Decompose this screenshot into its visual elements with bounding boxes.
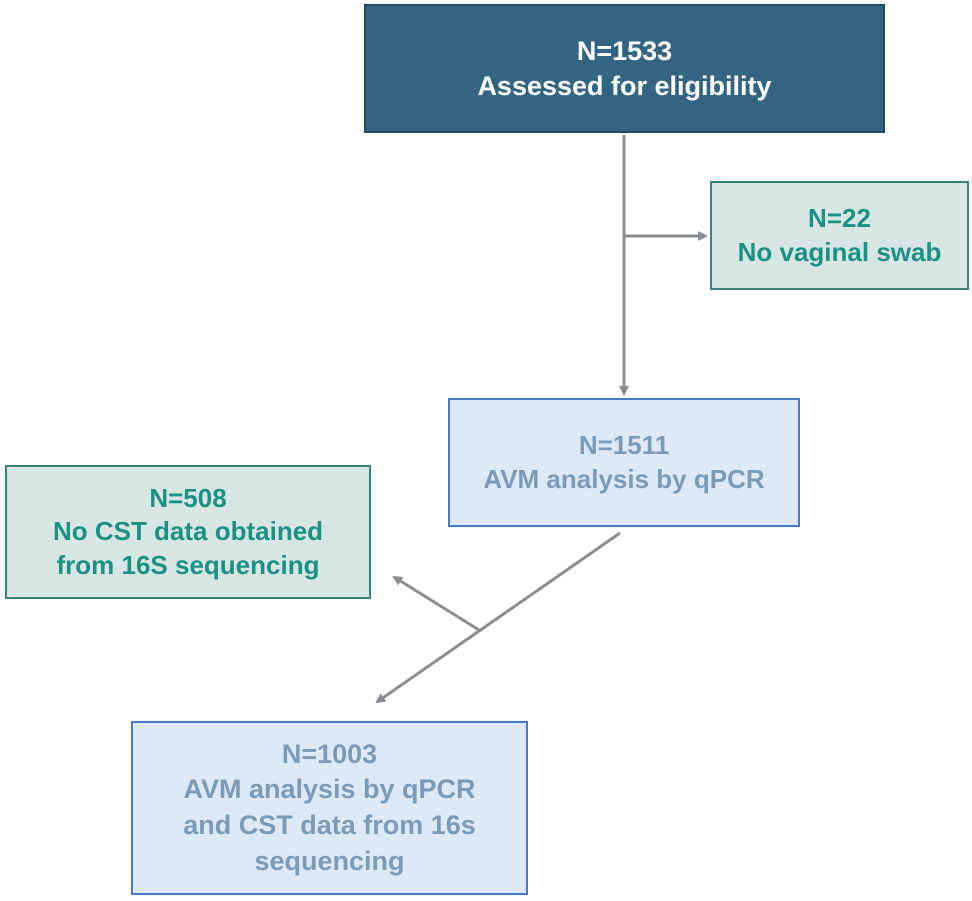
final-label-line3: sequencing bbox=[254, 845, 405, 876]
final-box: N=1003 AVM analysis by qPCR and CST data… bbox=[131, 721, 528, 895]
arrow-to-excluded-cst bbox=[392, 575, 480, 632]
excluded-cst-box: N=508 No CST data obtained from 16S sequ… bbox=[5, 465, 371, 599]
qpcr-label: AVM analysis by qPCR bbox=[483, 463, 765, 494]
assessed-label: Assessed for eligibility bbox=[477, 70, 772, 101]
excluded-cst-count: N=508 bbox=[149, 483, 227, 514]
excluded-swab-box: N=22 No vaginal swab bbox=[710, 181, 969, 290]
qpcr-count: N=1511 bbox=[578, 430, 670, 461]
excluded-cst-label-line1: No CST data obtained bbox=[52, 516, 324, 547]
final-count: N=1003 bbox=[281, 738, 378, 769]
assessed-count: N=1533 bbox=[576, 35, 673, 66]
final-label-line1: AVM analysis by qPCR bbox=[183, 774, 476, 805]
assessed-box: N=1533 Assessed for eligibility bbox=[364, 4, 885, 133]
arrow-qpcr-to-final bbox=[375, 531, 621, 704]
final-label-line2: and CST data from 16s bbox=[183, 810, 476, 840]
qpcr-box: N=1511 AVM analysis by qPCR bbox=[448, 398, 800, 527]
excluded-swab-count: N=22 bbox=[808, 203, 871, 234]
excluded-cst-label-line2: from 16S sequencing bbox=[56, 549, 320, 580]
excluded-swab-label: No vaginal swab bbox=[737, 236, 942, 267]
